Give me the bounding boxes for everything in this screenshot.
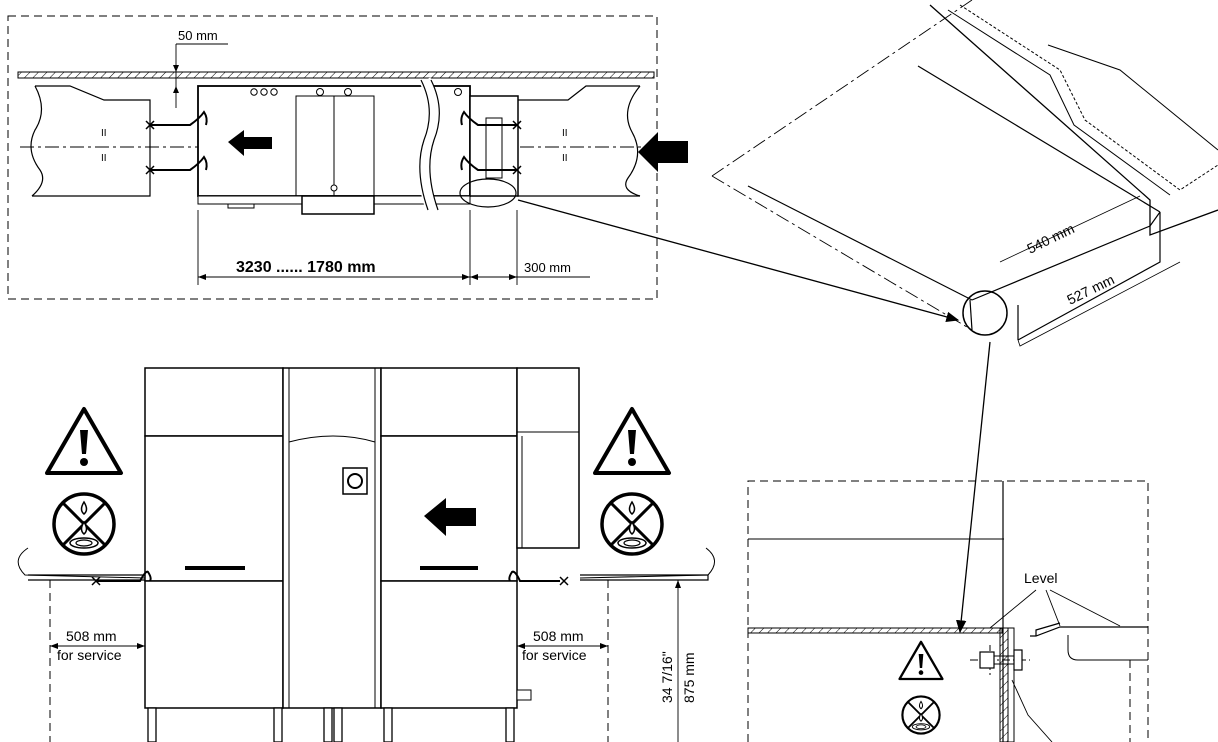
callout-arrow-to-iso xyxy=(517,199,960,322)
flow-arrow-icon xyxy=(228,130,272,156)
warning-triangle-icon xyxy=(593,407,671,475)
svg-text:II: II xyxy=(101,153,107,164)
svg-text:II: II xyxy=(101,128,107,139)
no-water-icon xyxy=(52,492,116,556)
warning-triangle-icon xyxy=(898,640,944,681)
length-range-label: 3230 ...... 1780 mm xyxy=(236,259,376,276)
length-dimension: 3230 ...... 1780 mm 300 mm xyxy=(197,210,590,285)
machine-top-body xyxy=(197,77,519,215)
clearance-dimension: 50 mm xyxy=(173,28,228,108)
svg-text:II: II xyxy=(562,128,568,139)
flow-arrow-icon xyxy=(638,132,688,172)
top-view-frame xyxy=(7,15,658,300)
height-inch-label: 34 7/16" xyxy=(659,651,675,703)
top-view: II II II II xyxy=(7,15,688,300)
ceiling-slab xyxy=(17,71,655,79)
svg-text:II: II xyxy=(562,153,568,164)
left-service-label: 508 mm xyxy=(66,628,117,644)
no-water-icon xyxy=(901,695,941,735)
callout-arrow-to-detail xyxy=(956,341,991,634)
no-water-icon xyxy=(600,492,664,556)
right-service-label: 508 mm xyxy=(533,628,584,644)
front-view: 508 mm for service 508 mm for service 34… xyxy=(17,367,715,742)
hose-connections xyxy=(150,110,517,171)
table-top-surface xyxy=(747,627,1003,634)
level-label: Level xyxy=(1024,570,1057,586)
gap-label: 300 mm xyxy=(524,260,571,275)
clearance-label: 50 mm xyxy=(178,28,218,43)
height-mm-label: 875 mm xyxy=(681,652,697,703)
left-conveyor-table: II II xyxy=(20,85,200,197)
isometric-view: 540 mm 527 mm xyxy=(711,0,1218,347)
left-service-sub: for service xyxy=(57,647,122,663)
detail-view: Level xyxy=(747,480,1149,742)
iso-detail-circle xyxy=(962,290,1008,336)
bracket-leader xyxy=(1011,679,1053,742)
right-service-sub: for service xyxy=(522,647,587,663)
detail-callout-ellipse xyxy=(459,178,517,208)
warning-triangle-icon xyxy=(45,407,123,475)
iso-width-label: 540 mm xyxy=(1024,220,1076,257)
bolt-icon xyxy=(970,645,1030,675)
flow-arrow-icon xyxy=(424,498,476,536)
